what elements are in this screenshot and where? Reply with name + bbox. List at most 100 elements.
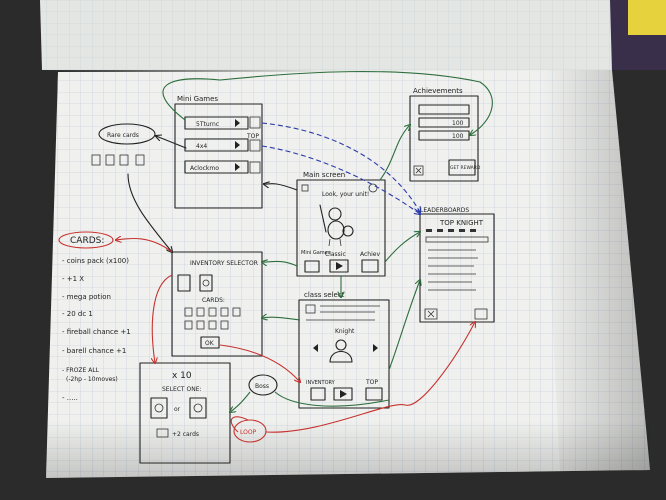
cards-list-item: - +1 X [62, 275, 84, 283]
get-reward-button-label: GET REWARD [450, 165, 481, 171]
notebook-page-grid [46, 70, 650, 478]
classic-button [329, 259, 349, 273]
mini-games-button [304, 260, 320, 273]
flow-arrows [116, 70, 493, 433]
class-select-screen: class select Knight INVENTORY TOP [298, 291, 390, 409]
share-icon [474, 308, 488, 320]
inventory-slot [177, 274, 191, 292]
reward-option-2 [189, 397, 207, 419]
inventory-cards-label: CARDS: [202, 297, 225, 304]
leaderboards-title: LEADERBOARDS [420, 207, 469, 214]
inventory-button [310, 387, 326, 401]
play-button [333, 387, 353, 401]
achievements-button [361, 259, 379, 273]
cards-list-item: - ..... [62, 394, 78, 402]
reward-or-label: or [174, 406, 181, 413]
loop-node: LOOP [233, 419, 267, 443]
leaderboards-subtitle: TOP KNIGHT [439, 219, 484, 227]
cards-list-item: (-2hp - 10moves) [66, 376, 118, 383]
reward-footer: +2 cards [172, 431, 199, 438]
card-icon [135, 154, 145, 166]
mini-games-top-label: TOP [246, 133, 259, 140]
potion-icon [202, 279, 210, 287]
boss-label: Boss [255, 383, 269, 390]
class-button-2-label: TOP [365, 379, 378, 386]
cards-list-item: - barell chance +1 [62, 347, 126, 355]
inventory-title: INVENTORY SELECTOR [190, 260, 258, 267]
boss-node: Boss [248, 374, 278, 396]
mini-game-row-2-label: 4x4 [196, 143, 207, 150]
close-icon-box [413, 165, 424, 176]
main-screen: Main screen Look, your unit! Mini Games … [296, 171, 386, 277]
class-hero-name: Knight [335, 328, 355, 335]
card-icon [119, 154, 129, 166]
page-shade-right [540, 70, 650, 472]
inventory-ok-label: OK [205, 340, 215, 347]
info-icon [305, 304, 316, 314]
cards-list-item: - mega potion [62, 293, 111, 301]
cards-list-item: - 20 dc 1 [62, 310, 93, 318]
achievement-row-1-value: 100 [452, 120, 464, 127]
play-icon [235, 163, 240, 171]
class-select-title: class select [304, 291, 345, 299]
yellow-object [628, 0, 666, 35]
inventory-ok-button [200, 336, 220, 349]
card-icon [105, 154, 115, 166]
coin-icon [301, 184, 309, 192]
leaderboard-tabs [426, 229, 476, 232]
reward-prompt: SELECT ONE: [162, 386, 202, 393]
close-icon [415, 167, 422, 174]
prev-arrow-icon [313, 344, 318, 352]
play-icon [336, 262, 343, 270]
main-button-3-label: Achiev [360, 251, 380, 258]
inventory-selector-screen: INVENTORY SELECTOR CARDS: OK [171, 251, 263, 357]
settings-icon [368, 183, 378, 193]
hero-figure [329, 350, 353, 363]
trophy-icon [249, 161, 261, 174]
loop-label: LOOP [240, 429, 257, 436]
play-icon [235, 141, 240, 149]
achievements-screen: Achievements 100 100 GET REWARD [409, 87, 481, 182]
play-icon [235, 119, 240, 127]
leaderboard-list [425, 236, 489, 291]
top-button [365, 387, 383, 401]
mini-games-title: Mini Games [177, 95, 218, 103]
main-screen-speech: Look, your unit! [322, 191, 369, 198]
card-icon [91, 154, 101, 166]
trophy-icon [249, 116, 261, 129]
mini-game-row-1: 5Tturnc [184, 116, 261, 130]
main-button-1-label: Mini Games [301, 250, 331, 256]
cards-list-item: - FROZE ALL [62, 367, 100, 374]
rare-cards-group: Rare cards [91, 123, 156, 166]
knight-figure [319, 204, 354, 247]
close-icon-box [424, 308, 438, 320]
notebook-top-grid [40, 0, 612, 72]
mini-game-row-3-label: Aclockmo [190, 165, 219, 172]
potion-icon [154, 403, 164, 413]
leaderboards-screen: LEADERBOARDS TOP KNIGHT [419, 207, 495, 323]
cards-list-item: - coins pack (x100) [62, 257, 129, 265]
class-button-1-label: INVENTORY [306, 380, 336, 386]
rare-cards-label: Rare cards [107, 132, 139, 139]
cards-list-item: - fireball chance +1 [62, 328, 131, 336]
play-icon [340, 390, 347, 398]
page-shade-bottom [46, 420, 650, 478]
inventory-slot [199, 274, 213, 292]
trophy-icon [249, 139, 261, 152]
reward-multiplier: x 10 [172, 371, 192, 381]
mini-games-screen: Mini Games 5Tturnc 4x4 TOP Aclockmo [174, 95, 263, 209]
mini-game-row-2: 4x4 TOP [184, 133, 261, 152]
inventory-cards [184, 307, 241, 330]
achievement-row-2-value: 100 [452, 133, 464, 140]
cards-list-heading: CARDS: [70, 236, 104, 246]
coin-icon [193, 403, 203, 413]
main-screen-title: Main screen [303, 171, 345, 179]
close-icon [427, 310, 435, 318]
mini-game-row-1-label: 5Tturnc [196, 121, 219, 128]
reward-card-icon [156, 428, 169, 438]
cards-list: CARDS: - coins pack (x100) - +1 X - mega… [58, 231, 131, 402]
next-arrow-icon [373, 344, 378, 352]
achievements-title: Achievements [413, 87, 463, 95]
main-button-2-label: Classic [325, 251, 346, 258]
